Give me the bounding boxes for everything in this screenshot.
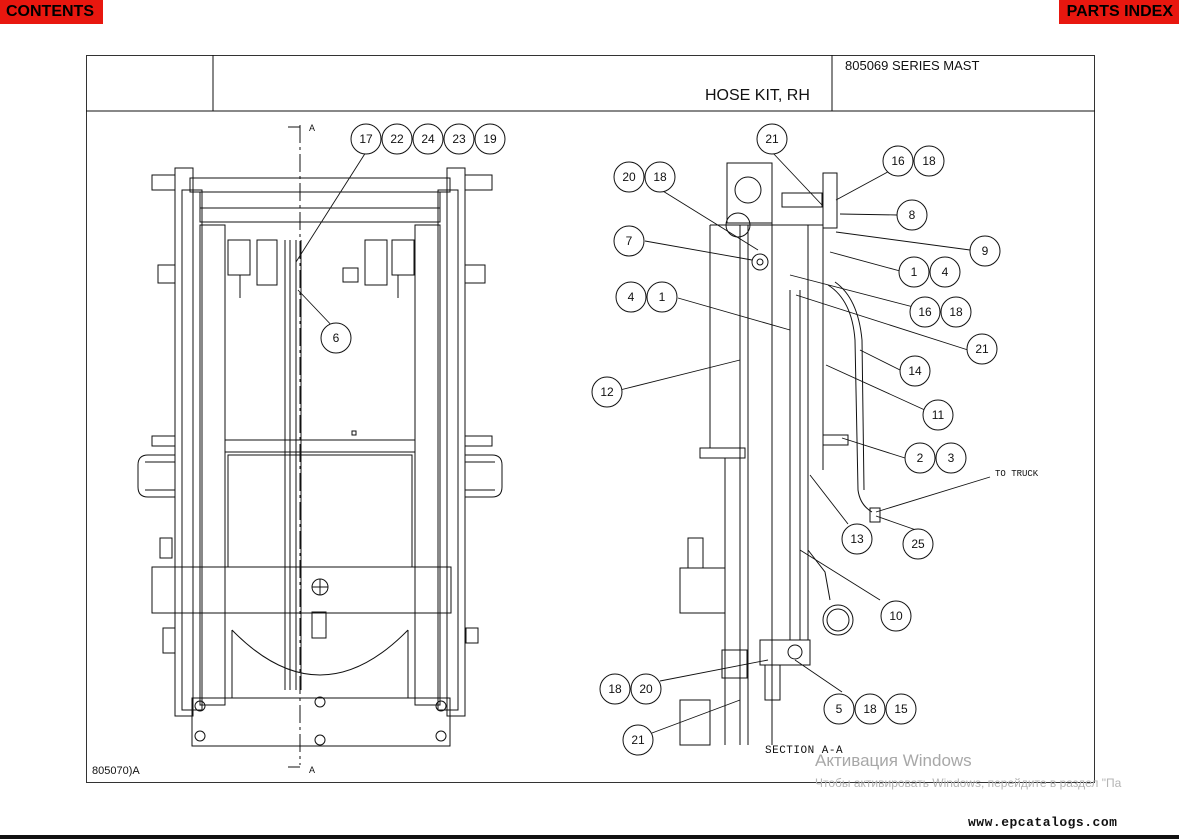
- callout-section-3[interactable]: 18: [644, 161, 676, 193]
- svg-text:11: 11: [932, 408, 945, 422]
- callout-section-2[interactable]: 20: [613, 161, 645, 193]
- callout-section-26[interactable]: 5: [823, 693, 855, 725]
- svg-text:21: 21: [631, 733, 645, 747]
- svg-text:18: 18: [922, 154, 936, 168]
- svg-text:14: 14: [908, 364, 922, 378]
- callout-section-20[interactable]: 3: [935, 442, 967, 474]
- callout-section-23[interactable]: 10: [880, 600, 912, 632]
- svg-text:10: 10: [889, 609, 903, 623]
- svg-text:1: 1: [659, 290, 666, 304]
- callout-section-17[interactable]: 14: [899, 355, 931, 387]
- callout-section-10[interactable]: 4: [929, 256, 961, 288]
- callout-front-6[interactable]: 6: [320, 322, 352, 354]
- series-label: 805069 SERIES MAST: [845, 58, 980, 73]
- svg-text:25: 25: [911, 537, 925, 551]
- svg-text:8: 8: [909, 208, 916, 222]
- svg-text:1: 1: [911, 265, 918, 279]
- front-view-mast: [137, 167, 503, 747]
- to-truck-label: TO TRUCK: [995, 469, 1039, 479]
- callout-section-13[interactable]: 16: [909, 296, 941, 328]
- svg-text:5: 5: [836, 702, 843, 716]
- svg-text:23: 23: [452, 132, 466, 146]
- callout-section-8[interactable]: 7: [613, 225, 645, 257]
- callout-section-29[interactable]: 21: [622, 724, 654, 756]
- callout-section-16[interactable]: 12: [591, 376, 623, 408]
- svg-text:9: 9: [982, 244, 989, 258]
- svg-text:24: 24: [421, 132, 435, 146]
- callout-section-19[interactable]: 2: [904, 442, 936, 474]
- svg-text:6: 6: [333, 331, 340, 345]
- svg-text:18: 18: [949, 305, 963, 319]
- site-link[interactable]: www.epcatalogs.com: [968, 815, 1118, 830]
- callout-front-2[interactable]: 22: [381, 123, 413, 155]
- activation-watermark-subtitle: Чтобы активировать Windows, перейдите в …: [815, 776, 1122, 790]
- callout-section-7[interactable]: 9: [969, 235, 1001, 267]
- callout-front-4[interactable]: 23: [443, 123, 475, 155]
- callout-section-28[interactable]: 15: [885, 693, 917, 725]
- section-label: SECTION A-A: [765, 745, 844, 757]
- svg-text:16: 16: [891, 154, 905, 168]
- footer-divider: [0, 835, 1179, 839]
- svg-text:21: 21: [975, 342, 989, 356]
- footer: [0, 806, 1179, 839]
- section-marker-bottom: A: [309, 765, 316, 775]
- parts-index-button[interactable]: PARTS INDEX: [1059, 0, 1179, 24]
- svg-text:20: 20: [639, 682, 653, 696]
- svg-text:18: 18: [863, 702, 877, 716]
- svg-text:7: 7: [626, 234, 633, 248]
- drawing-sheet: [86, 55, 1095, 783]
- svg-text:2: 2: [917, 451, 924, 465]
- callout-section-4[interactable]: 16: [882, 145, 914, 177]
- svg-text:20: 20: [622, 170, 636, 184]
- callout-section-24[interactable]: 18: [599, 673, 631, 705]
- contents-button[interactable]: CONTENTS: [0, 0, 103, 24]
- drawing-title: HOSE KIT, RH: [705, 87, 810, 104]
- callout-section-9[interactable]: 1: [898, 256, 930, 288]
- drawing-number: 805070)A: [92, 765, 140, 777]
- callout-section-25[interactable]: 20: [630, 673, 662, 705]
- svg-text:18: 18: [608, 682, 622, 696]
- svg-text:19: 19: [483, 132, 497, 146]
- callout-section-14[interactable]: 18: [940, 296, 972, 328]
- callout-section-22[interactable]: 13: [841, 523, 873, 555]
- svg-text:18: 18: [653, 170, 667, 184]
- svg-text:4: 4: [628, 290, 635, 304]
- activation-watermark-title: Активация Windows: [815, 751, 972, 770]
- svg-text:12: 12: [600, 385, 614, 399]
- callout-front-1[interactable]: 17: [350, 123, 382, 155]
- svg-text:4: 4: [942, 265, 949, 279]
- callout-section-21[interactable]: 25: [902, 528, 934, 560]
- svg-text:13: 13: [850, 532, 864, 546]
- callout-section-5[interactable]: 18: [913, 145, 945, 177]
- section-view-mast: [679, 162, 881, 746]
- callout-front-5[interactable]: 19: [474, 123, 506, 155]
- callout-section-1[interactable]: 21: [756, 123, 788, 155]
- callout-front-3[interactable]: 24: [412, 123, 444, 155]
- callout-section-18[interactable]: 11: [922, 399, 954, 431]
- svg-text:17: 17: [359, 132, 373, 146]
- callout-section-12[interactable]: 1: [646, 281, 678, 313]
- section-marker-top: A: [309, 123, 316, 133]
- svg-text:15: 15: [894, 702, 908, 716]
- leader-lines: [295, 151, 991, 734]
- svg-text:3: 3: [948, 451, 955, 465]
- callout-section-6[interactable]: 8: [896, 199, 928, 231]
- svg-text:21: 21: [765, 132, 779, 146]
- callout-section-15[interactable]: 21: [966, 333, 998, 365]
- svg-text:22: 22: [390, 132, 404, 146]
- callout-section-11[interactable]: 4: [615, 281, 647, 313]
- callout-section-27[interactable]: 18: [854, 693, 886, 725]
- svg-text:16: 16: [918, 305, 932, 319]
